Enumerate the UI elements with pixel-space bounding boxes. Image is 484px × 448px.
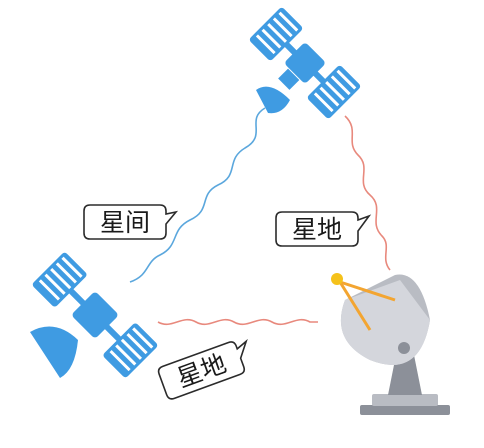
label-bubble-satellite-ground-bottom: 星地 — [157, 338, 248, 400]
ground-station-dish-icon — [331, 273, 450, 415]
label-bubble-satellite-ground-right: 星地 — [275, 211, 372, 247]
satellite-dish-icon-left — [30, 326, 78, 378]
satellite-ground-label-right: 星地 — [292, 215, 342, 244]
satellite-ground-link-bottom — [157, 318, 318, 326]
label-bubble-inter-satellite: 星间 — [83, 204, 179, 240]
satellite-dish-icon-top — [256, 86, 290, 114]
inter-satellite-label: 星间 — [100, 208, 150, 237]
satellite-icon-left — [32, 252, 158, 378]
satellite-icon-top — [249, 7, 361, 119]
inter-satellite-link — [129, 107, 266, 283]
satellite-ground-link-right — [344, 115, 391, 271]
